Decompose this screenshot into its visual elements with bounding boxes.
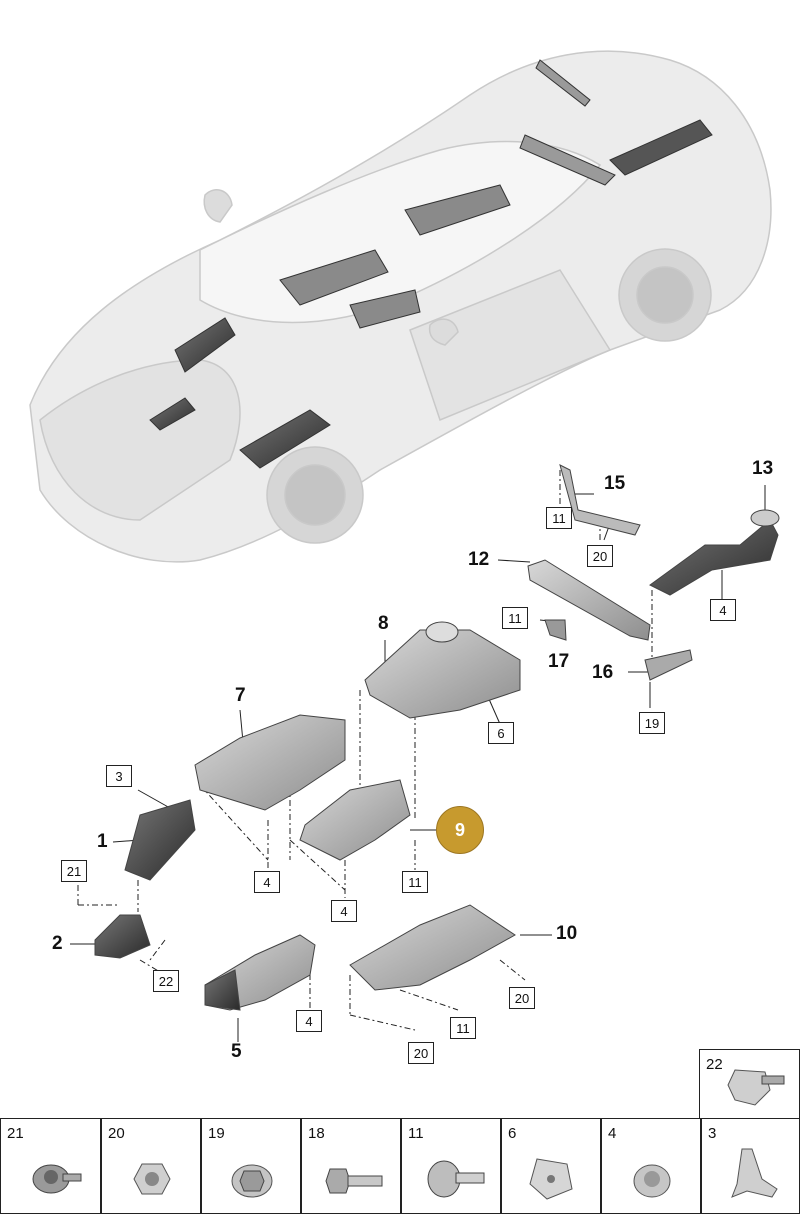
legend-cell-6[interactable]: 6 <box>501 1118 601 1214</box>
legend-label: 21 <box>7 1125 24 1142</box>
part-1 <box>124 799 196 881</box>
callout-2: 2 <box>52 933 63 954</box>
car-highlighted-parts <box>149 59 713 469</box>
fastener-icon <box>325 1168 383 1194</box>
part-15 <box>559 464 641 536</box>
part-8 <box>364 629 521 719</box>
callout-1: 1 <box>97 831 108 852</box>
legend-label: 19 <box>208 1125 225 1142</box>
ref-box-4[interactable]: 4 <box>296 1010 322 1032</box>
part-12 <box>527 559 651 641</box>
ref-box-20[interactable]: 20 <box>408 1042 434 1064</box>
legend-label: 11 <box>408 1125 424 1142</box>
part-2 <box>94 914 151 959</box>
ref-box-20[interactable]: 20 <box>587 545 613 567</box>
ref-box-3[interactable]: 3 <box>106 765 132 787</box>
fastener-icon <box>529 1158 573 1200</box>
fastener-icon <box>133 1163 171 1195</box>
legend-label: 22 <box>706 1056 723 1073</box>
callout-16: 16 <box>592 662 614 683</box>
legend-label: 6 <box>508 1125 517 1142</box>
legend-label: 18 <box>308 1125 325 1142</box>
callout-12: 12 <box>468 549 490 570</box>
fastener-icon <box>731 1148 778 1198</box>
fastener-icon <box>231 1164 273 1198</box>
legend-cell-21[interactable]: 21 <box>0 1118 101 1214</box>
legend-cell-3[interactable]: 3 <box>701 1118 800 1214</box>
legend-cell-22[interactable]: 22 <box>699 1049 800 1119</box>
legend-cell-20[interactable]: 20 <box>101 1118 201 1214</box>
ref-box-4[interactable]: 4 <box>254 871 280 893</box>
highlight-badge[interactable]: 9 <box>436 806 484 854</box>
part-13 <box>649 519 779 596</box>
callout-17: 17 <box>548 651 570 672</box>
ref-box-11[interactable]: 11 <box>450 1017 476 1039</box>
legend-cell-11[interactable]: 11 <box>401 1118 501 1214</box>
ref-box-11[interactable]: 11 <box>502 607 528 629</box>
part-7 <box>194 714 346 811</box>
legend-cell-4[interactable]: 4 <box>601 1118 701 1214</box>
ref-box-19[interactable]: 19 <box>639 712 665 734</box>
ref-box-4[interactable]: 4 <box>710 599 736 621</box>
callout-13: 13 <box>752 458 774 479</box>
legend-label: 4 <box>608 1125 617 1142</box>
ref-box-22[interactable]: 22 <box>153 970 179 992</box>
part-9 <box>299 779 411 861</box>
ref-box-21[interactable]: 21 <box>61 860 87 882</box>
callout-8: 8 <box>378 613 389 634</box>
part-16 <box>644 649 693 681</box>
ref-box-11[interactable]: 11 <box>402 871 428 893</box>
exploded-parts <box>94 464 780 1011</box>
legend-label: 20 <box>108 1125 125 1142</box>
callout-5: 5 <box>231 1041 242 1062</box>
part-17 <box>544 619 567 641</box>
ref-box-6[interactable]: 6 <box>488 722 514 744</box>
fastener-icon <box>633 1164 671 1198</box>
part-10 <box>349 904 516 991</box>
callout-15: 15 <box>604 473 626 494</box>
ref-box-20[interactable]: 20 <box>509 987 535 1009</box>
callout-7: 7 <box>235 685 246 706</box>
legend-label: 3 <box>708 1125 717 1142</box>
callout-10: 10 <box>556 923 578 944</box>
fastener-icon <box>727 1069 785 1106</box>
fastener-icon <box>427 1160 485 1198</box>
ref-box-11[interactable]: 11 <box>546 507 572 529</box>
fastener-icon <box>32 1164 82 1194</box>
legend-cell-19[interactable]: 19 <box>201 1118 301 1214</box>
ref-box-4[interactable]: 4 <box>331 900 357 922</box>
legend-cell-18[interactable]: 18 <box>301 1118 401 1214</box>
